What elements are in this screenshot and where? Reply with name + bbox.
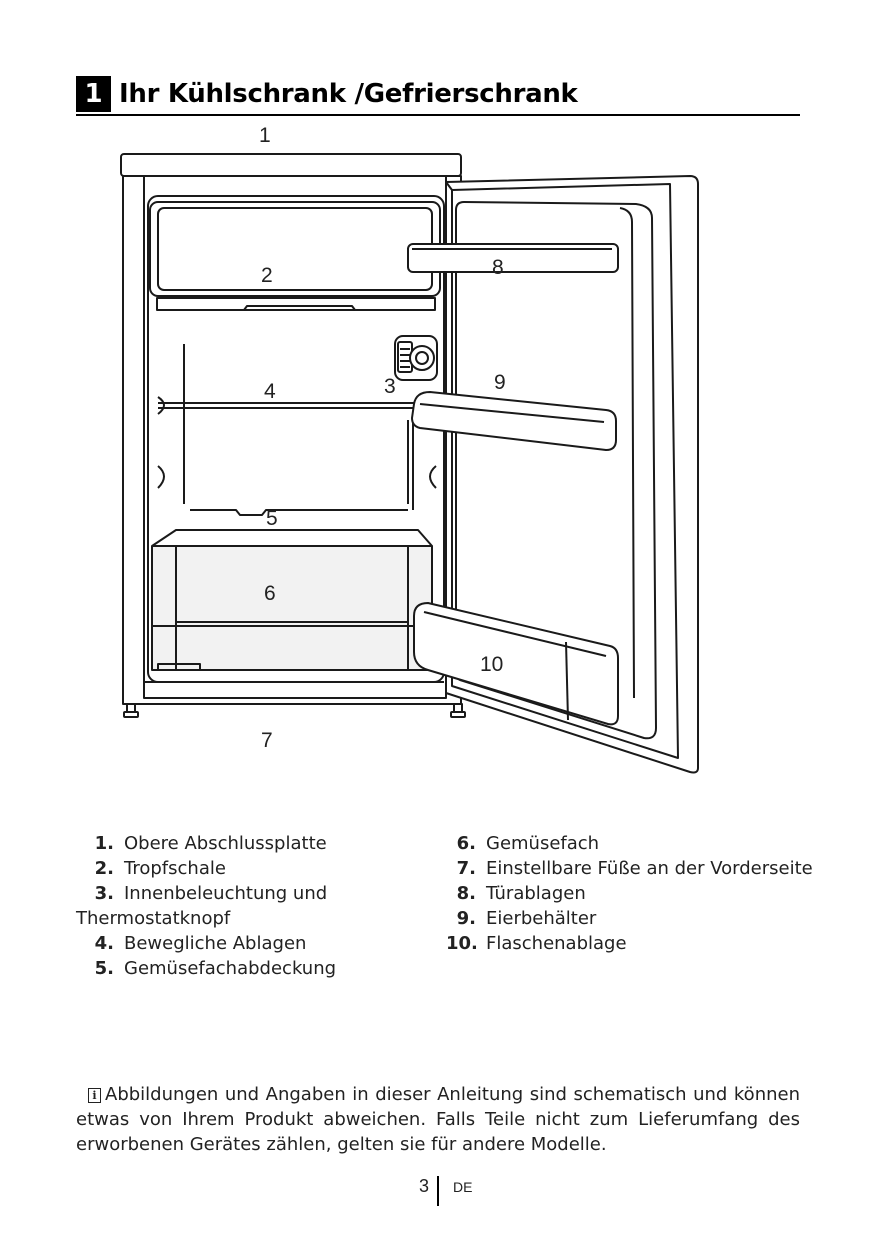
legend-text: Tropfschale xyxy=(124,858,226,879)
callout-2: 2 xyxy=(261,264,273,287)
section-number: 1 xyxy=(76,76,111,112)
callout-8: 8 xyxy=(492,256,504,279)
section-title: Ihr Kühlschrank /Gefrierschrank xyxy=(119,79,578,109)
legend-item: 3. Innenbeleuchtung und xyxy=(74,881,336,906)
legend-item: 9. Eierbehälter xyxy=(446,906,813,931)
fridge-illustration xyxy=(120,153,699,774)
page-footer: 3 DE xyxy=(0,1176,875,1206)
legend-item-continuation: Thermostatknopf xyxy=(76,906,336,931)
info-icon: i xyxy=(88,1088,101,1103)
section-heading: 1 Ihr Kühlschrank /Gefrierschrank xyxy=(76,76,800,116)
legend-number: 9. xyxy=(456,908,476,929)
legend-left: 1. Obere Abschlussplatte 2. Tropfschale 3.… xyxy=(74,831,336,981)
legend-item: 4. Bewegliche Ablagen xyxy=(74,931,336,956)
legend-number: 5. xyxy=(94,958,114,979)
page-number: 3 xyxy=(418,1176,429,1196)
note-text: Abbildungen und Angaben in dieser Anleit… xyxy=(76,1084,800,1155)
footer-divider xyxy=(437,1176,439,1206)
callout-9: 9 xyxy=(494,371,506,394)
callout-10: 10 xyxy=(480,653,504,676)
callout-1: 1 xyxy=(259,124,271,147)
legend-number: 7. xyxy=(456,858,476,879)
legend-number: 3. xyxy=(94,883,114,904)
legend-text: Obere Abschlussplatte xyxy=(124,833,327,854)
legend-text: Flaschenablage xyxy=(486,933,627,954)
legend-text: Gemüsefachabdeckung xyxy=(124,958,337,979)
legend-text: Thermostatknopf xyxy=(76,908,231,929)
legend-number: 6. xyxy=(456,833,476,854)
legend-text: Einstellbare Füße an der Vorderseite xyxy=(486,858,813,879)
callout-7: 7 xyxy=(261,729,273,752)
legend-item: 2. Tropfschale xyxy=(74,856,336,881)
legend-text: Türablagen xyxy=(486,883,586,904)
legend-text: Innenbeleuchtung und xyxy=(124,883,328,904)
legend-number: 1. xyxy=(94,833,114,854)
legend-item: 7. Einstellbare Füße an der Vorderseite xyxy=(446,856,813,881)
legend-number: 10. xyxy=(446,933,478,954)
fridge-diagram: 1 2 3 4 5 6 7 8 9 10 xyxy=(0,118,875,788)
callout-6: 6 xyxy=(264,582,276,605)
callout-5: 5 xyxy=(266,507,278,530)
legend-text: Eierbehälter xyxy=(486,908,597,929)
legend-right: 6. Gemüsefach 7. Einstellbare Füße an der … xyxy=(446,831,813,956)
callout-3: 3 xyxy=(384,375,396,398)
legend-item: 10. Flaschenablage xyxy=(446,931,813,956)
legend-text: Gemüsefach xyxy=(486,833,600,854)
legend-number: 4. xyxy=(94,933,114,954)
legend-number: 2. xyxy=(94,858,114,879)
legend-item: 5. Gemüsefachabdeckung xyxy=(74,956,336,981)
legend-number: 8. xyxy=(456,883,476,904)
legend-item: 6. Gemüsefach xyxy=(446,831,813,856)
legend-text: Bewegliche Ablagen xyxy=(124,933,307,954)
legend-item: 1. Obere Abschlussplatte xyxy=(74,831,336,856)
callout-4: 4 xyxy=(264,380,276,403)
legend-item: 8. Türablagen xyxy=(446,881,813,906)
language-code: DE xyxy=(453,1179,473,1195)
